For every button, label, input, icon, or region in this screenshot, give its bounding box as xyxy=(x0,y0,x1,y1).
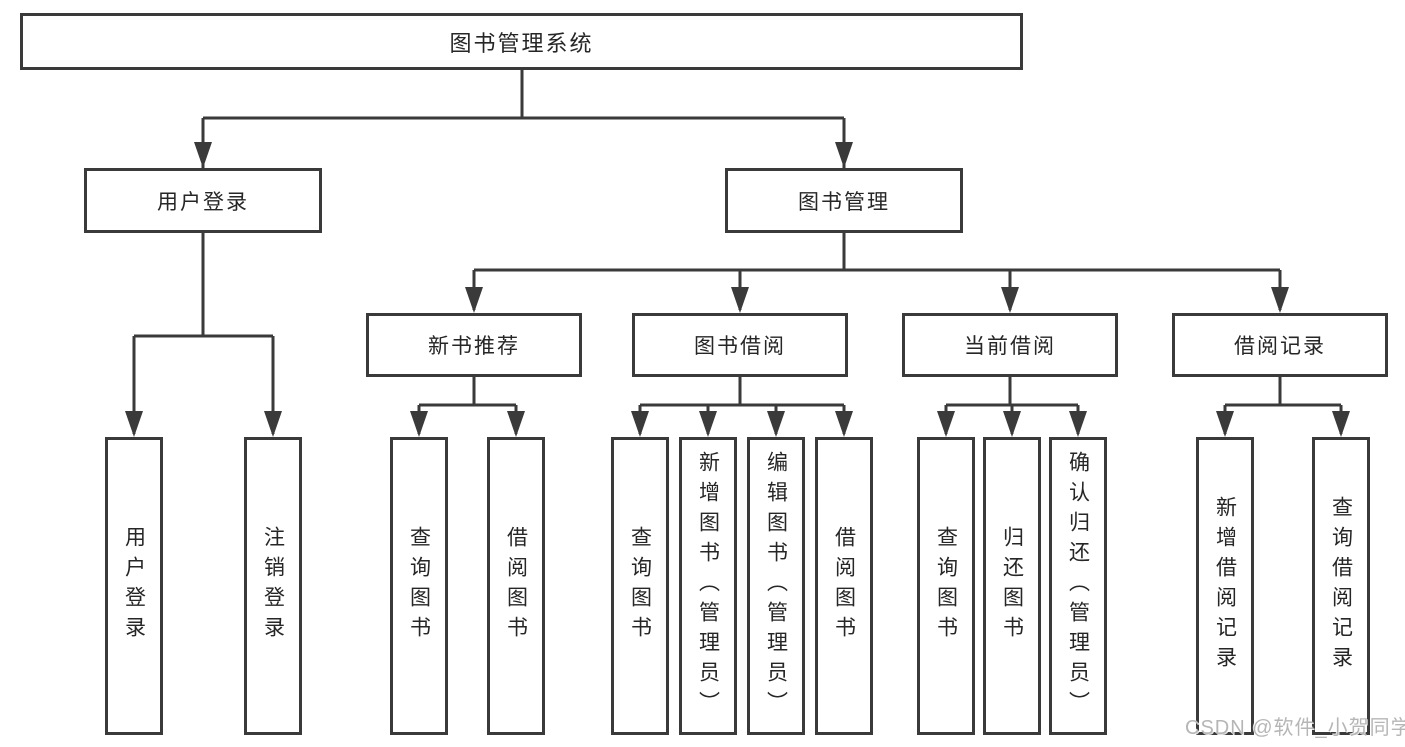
leaf-add-books-admin: 新增图书（管理员） xyxy=(679,437,737,735)
leaf-query-borrow-record: 查询借阅记录 xyxy=(1312,437,1370,735)
node-library-management-system: 图书管理系统 xyxy=(20,13,1023,70)
leaf-return-books: 归还图书 xyxy=(983,437,1041,735)
node-new-book-recommend: 新书推荐 xyxy=(366,313,582,377)
arrowheads xyxy=(125,142,1350,437)
leaf-borrow-books-newbooks: 借阅图书 xyxy=(487,437,545,735)
node-book-management: 图书管理 xyxy=(725,168,963,233)
leaf-add-borrow-record: 新增借阅记录 xyxy=(1196,437,1254,735)
node-borrowing-records: 借阅记录 xyxy=(1172,313,1388,377)
leaf-query-books-current: 查询图书 xyxy=(917,437,975,735)
node-current-borrowing: 当前借阅 xyxy=(902,313,1118,377)
leaf-user-login: 用户登录 xyxy=(105,437,163,735)
leaf-query-books-newbooks: 查询图书 xyxy=(390,437,448,735)
node-book-borrowing: 图书借阅 xyxy=(632,313,848,377)
leaf-logout: 注销登录 xyxy=(244,437,302,735)
leaf-query-books-borrowing: 查询图书 xyxy=(611,437,669,735)
leaf-edit-books-admin: 编辑图书（管理员） xyxy=(747,437,805,735)
connector-segments xyxy=(132,70,1343,434)
node-user-login: 用户登录 xyxy=(84,168,322,233)
leaf-borrow-books-borrowing: 借阅图书 xyxy=(815,437,873,735)
leaf-confirm-return-admin: 确认归还（管理员） xyxy=(1049,437,1107,735)
watermark: CSDN @软件_小贺同学 xyxy=(1185,717,1405,739)
